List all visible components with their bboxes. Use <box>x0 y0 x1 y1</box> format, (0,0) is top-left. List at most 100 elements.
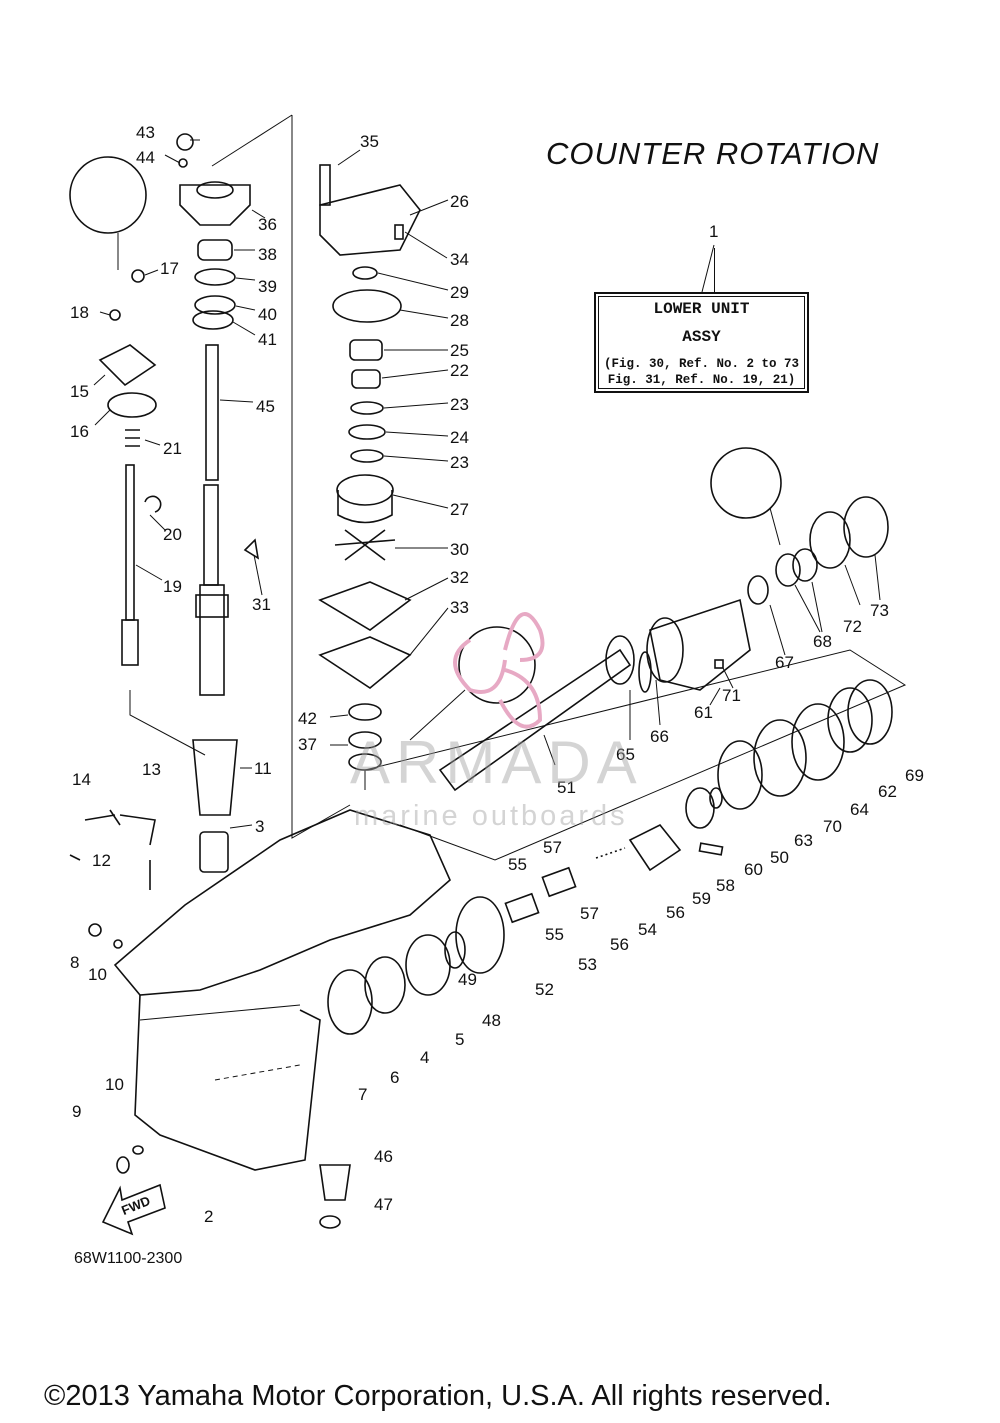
callout: 17 <box>160 259 179 278</box>
assembly-label-line2: ASSY <box>682 328 721 346</box>
callout: 72 <box>843 617 862 636</box>
callout: 54 <box>638 920 657 939</box>
watermark-tagline: marine outboards <box>354 800 628 832</box>
callout: 34 <box>450 250 469 269</box>
assembly-label-box: LOWER UNIT ASSY (Fig. 30, Ref. No. 2 to … <box>594 292 809 393</box>
callout: 58 <box>716 876 735 895</box>
callout: 3 <box>255 817 264 836</box>
callout: 28 <box>450 311 469 330</box>
callout: 23 <box>450 395 469 414</box>
callout: 38 <box>258 245 277 264</box>
callout: 56 <box>666 903 685 922</box>
bushing-parts <box>69 739 238 949</box>
callout: 69 <box>905 766 924 785</box>
callout: 26 <box>450 192 469 211</box>
callout: 51 <box>557 778 576 797</box>
callout: 29 <box>450 283 469 302</box>
callout: 63 <box>794 831 813 850</box>
callout: 13 <box>142 760 161 779</box>
diagram-title: COUNTER ROTATION <box>546 136 880 171</box>
callout: 10 <box>105 1075 124 1094</box>
upper-left-parts <box>98 133 260 560</box>
callout-labels: 43 44 36 38 39 40 41 45 17 18 15 16 21 2… <box>70 123 924 1226</box>
callout: 21 <box>163 439 182 458</box>
callout: 10 <box>88 965 107 984</box>
assembly-ref-number: 1 <box>709 222 719 241</box>
clutch-parts <box>116 847 626 1229</box>
callout: 30 <box>450 540 469 559</box>
callout: 31 <box>252 595 271 614</box>
callout: 11 <box>254 759 272 778</box>
callout: 61 <box>694 703 713 722</box>
callout: 48 <box>482 1011 501 1030</box>
assembly-label-line4: Fig. 31, Ref. No. 19, 21) <box>607 373 796 387</box>
callout: 8 <box>70 953 79 972</box>
callout: 5 <box>455 1030 464 1049</box>
callout: 37 <box>298 735 317 754</box>
callout: 57 <box>580 904 599 923</box>
callout: 46 <box>374 1147 393 1166</box>
detail-bubble <box>69 156 782 741</box>
callout: 49 <box>458 970 477 989</box>
callout: 70 <box>823 817 842 836</box>
callout: 39 <box>258 277 277 296</box>
shift-rod <box>121 464 139 666</box>
frame-line <box>291 115 351 839</box>
assembly-ref-leader <box>714 248 715 292</box>
drive-shaft <box>195 344 229 696</box>
callout: 55 <box>545 925 564 944</box>
callout: 14 <box>72 770 91 789</box>
callout: 12 <box>92 851 111 870</box>
callout: 36 <box>258 215 277 234</box>
callout: 23 <box>450 453 469 472</box>
callout: 62 <box>878 782 897 801</box>
assembly-label-line3: (Fig. 30, Ref. No. 2 to 73 <box>603 357 800 371</box>
leader-lines <box>93 139 881 829</box>
frame-line <box>211 114 293 167</box>
callout: 56 <box>610 935 629 954</box>
figure-code: 68W1100-2300 <box>74 1250 183 1267</box>
callout: 66 <box>650 727 669 746</box>
callout: 40 <box>258 305 277 324</box>
callout: 22 <box>450 361 469 380</box>
callout: 7 <box>358 1085 367 1104</box>
frame-line <box>364 649 907 861</box>
callout: 19 <box>163 577 182 596</box>
callout: 27 <box>450 500 469 519</box>
callout: 60 <box>744 860 763 879</box>
callout: 47 <box>374 1195 393 1214</box>
callout: 50 <box>770 848 789 867</box>
callout: 73 <box>870 601 889 620</box>
callout: 16 <box>70 422 89 441</box>
callout: 52 <box>535 980 554 999</box>
callout: 45 <box>256 397 275 416</box>
callout: 41 <box>258 330 277 349</box>
callout: 9 <box>72 1102 81 1121</box>
callout: 55 <box>508 855 527 874</box>
callout: 15 <box>70 382 89 401</box>
water-pump-parts <box>318 164 421 771</box>
watermark-logo <box>453 612 545 729</box>
callout: 68 <box>813 632 832 651</box>
callout: 32 <box>450 568 469 587</box>
copyright-notice: ©2013 Yamaha Motor Corporation, U.S.A. A… <box>44 1380 832 1412</box>
callout: 43 <box>136 123 155 142</box>
callout: 44 <box>136 148 155 167</box>
callout: 4 <box>420 1048 429 1067</box>
frame-line <box>129 690 206 756</box>
callout: 20 <box>163 525 182 544</box>
propeller-shaft-assembly <box>438 496 893 872</box>
callout: 59 <box>692 889 711 908</box>
callout: 35 <box>360 132 379 151</box>
callout: 67 <box>775 653 794 672</box>
callout: 2 <box>204 1207 213 1226</box>
callout: 57 <box>543 838 562 857</box>
callout: 64 <box>850 800 869 819</box>
callout: 65 <box>616 745 635 764</box>
assembly-label-line1: LOWER UNIT <box>653 300 750 318</box>
lower-gear-case <box>113 809 451 1171</box>
forward-arrow <box>101 1183 166 1236</box>
callout: 53 <box>578 955 597 974</box>
